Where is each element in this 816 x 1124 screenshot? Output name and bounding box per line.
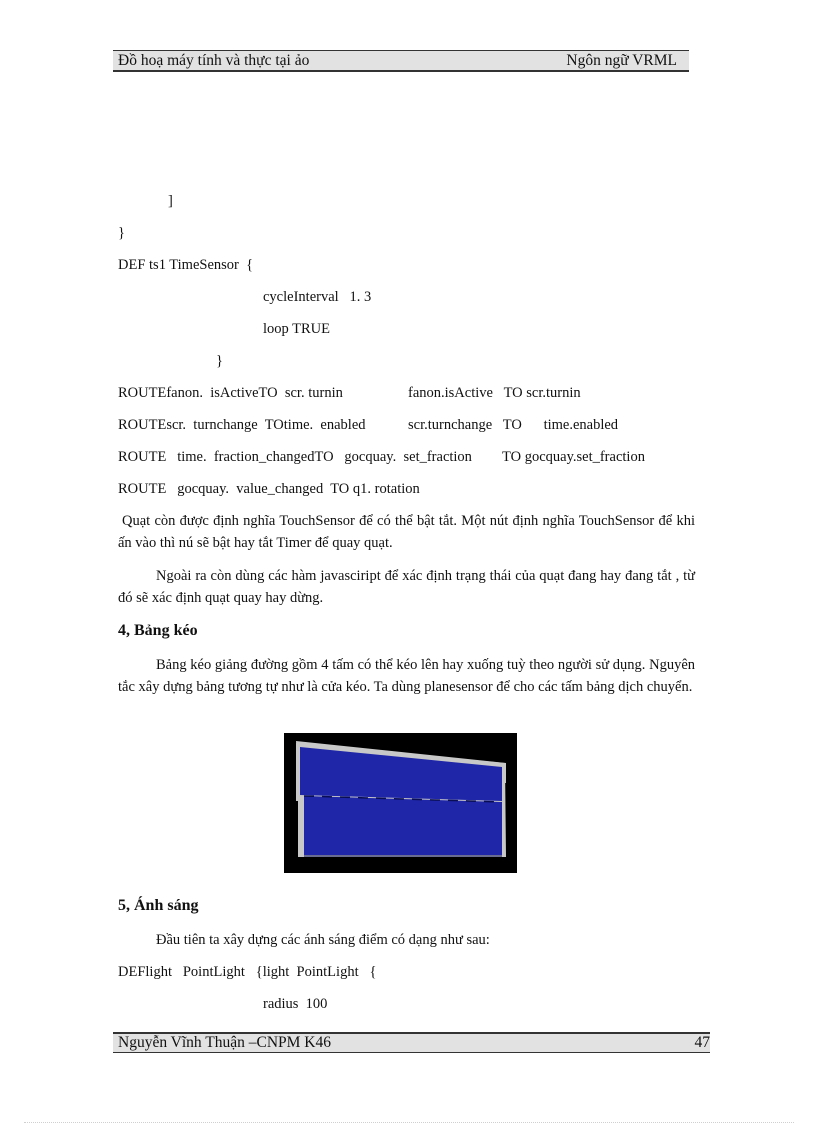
route-line-1: ROUTEfanon. isActiveTO scr. turnin [118, 385, 343, 401]
code-timesensor-close: } [216, 353, 223, 369]
section-4-heading: 4, Bảng kéo [118, 622, 198, 639]
paragraph-touchsensor-text: Quạt còn được định nghĩa TouchSensor để … [118, 513, 695, 551]
section-4-body-text: Bảng kéo giảng đường gồm 4 tấm có thể ké… [118, 657, 695, 695]
running-footer: Nguyễn Vĩnh Thuận –CNPM K46 47 [113, 1032, 710, 1053]
code-loop: loop TRUE [263, 321, 330, 337]
header-subject: Ngôn ngữ VRML [566, 52, 677, 69]
section-4-body: Bảng kéo giảng đường gồm 4 tấm có thể ké… [118, 654, 695, 698]
footer-author: Nguyễn Vĩnh Thuận –CNPM K46 [118, 1034, 331, 1051]
code-cycle-interval: cycleInterval 1. 3 [263, 289, 372, 305]
route-line-1-alt: fanon.isActive TO scr.turnin [408, 385, 581, 401]
paragraph-javascript-text: Ngoài ra còn dùng các hàm javasciript để… [118, 568, 695, 606]
code-radius: radius 100 [263, 996, 328, 1012]
section-5-body: Đầu tiên ta xây dựng các ánh sáng điểm c… [118, 929, 695, 951]
sliding-board-image [284, 733, 517, 873]
route-line-4: ROUTE gocquay. value_changed TO q1. rota… [118, 481, 420, 497]
section-5-body-text: Đầu tiên ta xây dựng các ánh sáng điểm c… [156, 932, 490, 948]
route-line-3: ROUTE time. fraction_changedTO gocquay. … [118, 449, 472, 465]
sliding-board-figure [284, 733, 517, 873]
paragraph-touchsensor: Quạt còn được định nghĩa TouchSensor để … [118, 510, 695, 554]
route-line-2-alt: scr.turnchange TO time.enabled [408, 417, 619, 433]
code-bracket-close: ] [168, 193, 173, 209]
code-brace-close: } [118, 225, 125, 241]
header-title: Đồ hoạ máy tính và thực tại ảo [118, 52, 310, 69]
route-line-2: ROUTEscr. turnchange TOtime. enabled [118, 417, 366, 433]
page-number: 47 [694, 1034, 711, 1051]
code-pointlight-def: DEFlight PointLight {light PointLight { [118, 964, 377, 980]
route-line-3-alt: TO gocquay.set_fraction [502, 449, 645, 465]
running-header: Đồ hoạ máy tính và thực tại ảo Ngôn ngữ … [113, 50, 689, 72]
code-timesensor-def: DEF ts1 TimeSensor { [118, 257, 254, 273]
paragraph-javascript: Ngoài ra còn dùng các hàm javasciript để… [118, 565, 695, 609]
section-5-heading: 5, Ánh sáng [118, 897, 199, 914]
